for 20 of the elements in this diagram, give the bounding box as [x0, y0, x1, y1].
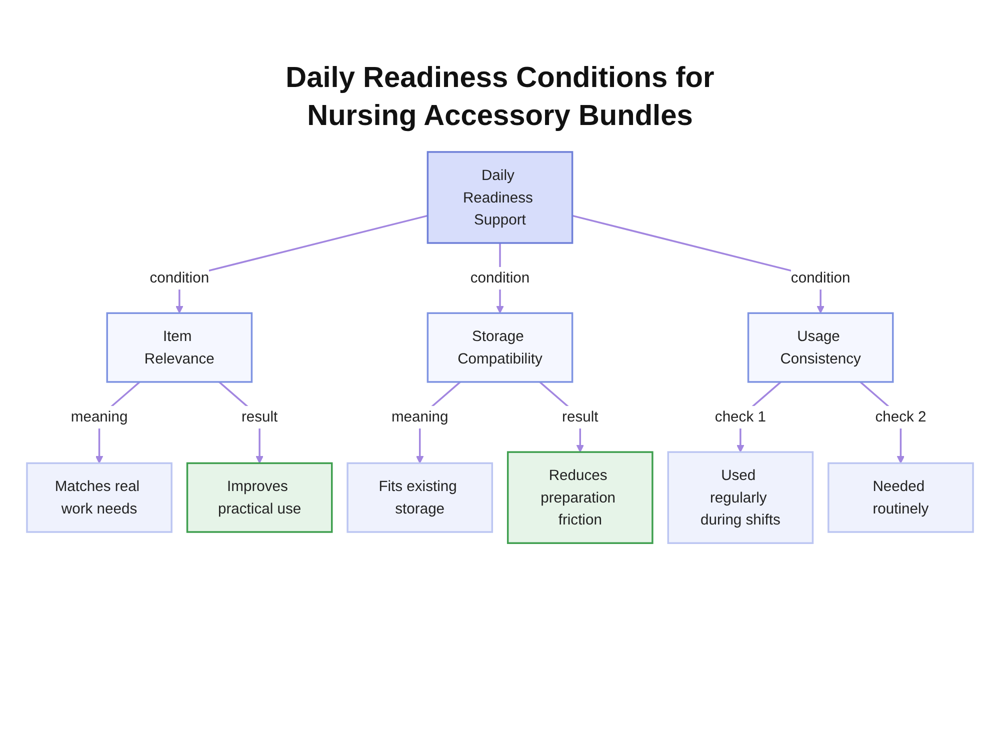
node-box: Fits existing storage — [346, 462, 494, 534]
edge-label: result — [241, 408, 278, 426]
node-box: Storage Compatibility — [426, 312, 574, 384]
diagram-title: Daily Readiness Conditions for Nursing Accessory Bundles — [284, 61, 716, 134]
edge-label: condition — [470, 270, 530, 286]
node-box: Matches real work needs — [26, 462, 172, 534]
edge-label: condition — [790, 270, 850, 286]
edge-label: meaning — [391, 408, 448, 426]
edge-label: meaning — [70, 408, 128, 426]
edge-label: check 1 — [714, 408, 766, 426]
node-box: Usage Consistency — [747, 312, 894, 384]
node-box: Reduces preparation friction — [506, 452, 654, 544]
edge-label: result — [562, 408, 598, 426]
edge-label: check 2 — [875, 408, 926, 426]
node-box: Item Relevance — [106, 312, 253, 384]
node-box: Improves practical use — [186, 462, 333, 534]
node-box: Daily Readiness Support — [426, 151, 574, 244]
node-box: Needed routinely — [828, 462, 974, 534]
edge-label: condition — [150, 270, 210, 286]
node-box: Used regularly during shifts — [667, 452, 814, 544]
